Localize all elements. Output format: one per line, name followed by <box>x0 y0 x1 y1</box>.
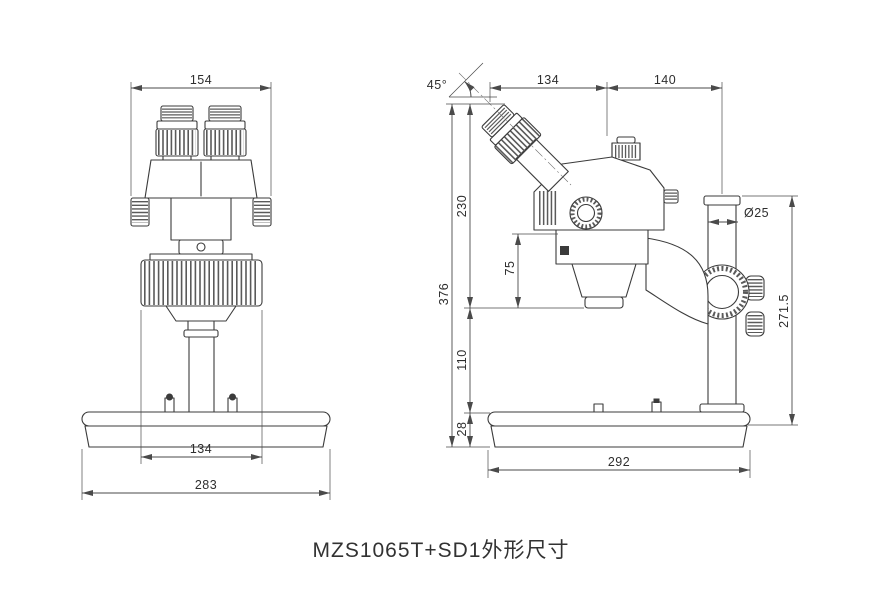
dim-label-base-depth: 292 <box>608 455 630 469</box>
dim-label-lens-to-base: 110 <box>455 349 469 370</box>
dim-label-pole-diameter: Ø25 <box>744 206 769 220</box>
dim-label-eyepiece-to-lens: 230 <box>455 195 469 217</box>
dim-label-front-drum-width: 134 <box>190 442 212 456</box>
side-view-dimensions: 45° 134 140 230 376 75 110 28 Ø25 <box>427 62 798 478</box>
dim-label-top-rear: 140 <box>654 73 676 87</box>
dim-label-column-height: 271.5 <box>777 294 791 328</box>
dim-label-top-front: 134 <box>537 73 559 87</box>
dim-label-front-base-width: 283 <box>195 478 217 492</box>
drawing-title: MZS1065T+SD1外形尺寸 <box>313 539 570 562</box>
side-view-microscope <box>458 72 765 448</box>
dim-label-working-distance: 75 <box>503 261 517 276</box>
dim-label-front-head-width: 154 <box>190 73 212 87</box>
front-view-microscope <box>81 105 331 448</box>
front-view-dimensions: 154 134 283 <box>81 73 331 500</box>
dim-label-base-thickness: 28 <box>455 422 469 437</box>
dim-label-total-height: 376 <box>437 283 451 305</box>
dim-label-eyepiece-angle: 45° <box>427 78 447 92</box>
